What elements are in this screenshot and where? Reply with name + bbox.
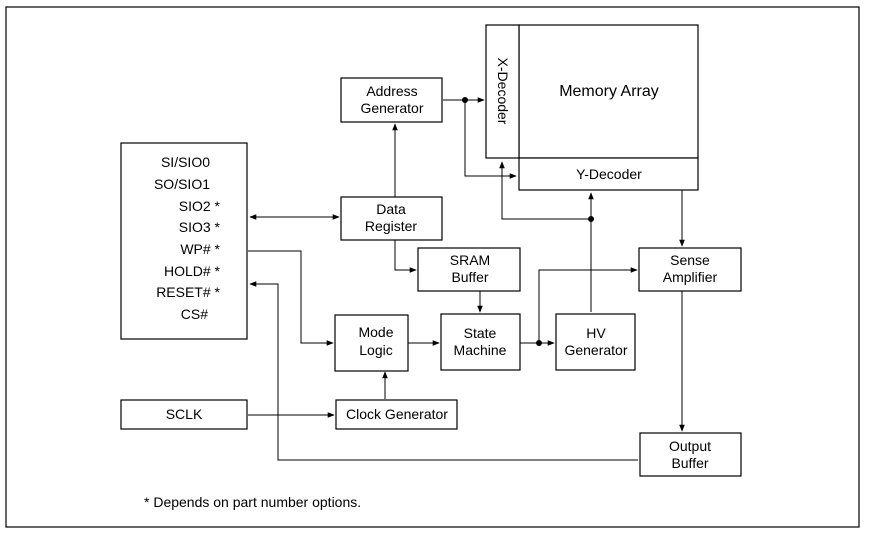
wire-pins-to-mode-logic [248, 250, 334, 346]
mode-logic-label-line2: Logic [359, 342, 392, 358]
pin-label: SI/SIO0 [161, 154, 210, 170]
y-decoder-label: Y-Decoder [576, 166, 642, 182]
x-decoder-block: X-Decoder [485, 24, 520, 159]
mode-logic-label-line1: Mode [358, 324, 393, 340]
hv-generator-block: HV Generator [555, 313, 636, 371]
address-generator-block: Address Generator [340, 77, 443, 123]
sram-buffer-label-line1: SRAM [450, 252, 490, 268]
diagram-frame [5, 6, 860, 528]
mode-logic-block: Mode Logic [334, 314, 409, 372]
wire-output-to-pins [249, 281, 638, 461]
output-buffer-label-line2: Buffer [671, 455, 708, 471]
wire-address-to-ydecoder [464, 100, 517, 179]
pin-label: SIO2 * [179, 198, 221, 214]
pin-list-block: SI/SIO0 SO/SIO1 SIO2 * SIO3 * WP# * HOLD… [120, 142, 248, 340]
sram-buffer-label-line2: Buffer [451, 269, 488, 285]
data-register-block: Data Register [340, 196, 443, 241]
clock-generator-label: Clock Generator [346, 406, 448, 422]
junction-dot [588, 216, 594, 222]
wire-data-to-sram [394, 240, 417, 273]
pin-label: SIO3 * [179, 219, 221, 235]
sense-amplifier-label-line2: Amplifier [663, 269, 718, 285]
state-machine-label-line2: Machine [454, 342, 507, 358]
hv-generator-label-line2: Generator [564, 342, 627, 358]
data-register-label-line2: Register [365, 218, 417, 234]
hv-generator-label-line1: HV [586, 325, 606, 341]
state-machine-block: State Machine [440, 313, 521, 371]
sclk-label: SCLK [166, 406, 203, 422]
pin-label: HOLD# * [164, 263, 221, 279]
pin-label: WP# * [180, 241, 220, 257]
data-register-label-line1: Data [376, 201, 406, 217]
output-buffer-label-line1: Output [669, 438, 711, 454]
wire-hv-to-xdecoder [499, 161, 591, 220]
output-buffer-block: Output Buffer [639, 432, 742, 477]
footnote: * Depends on part number options. [144, 494, 361, 510]
memory-array-block: Memory Array [518, 24, 699, 159]
pin-label: SO/SIO1 [154, 176, 210, 192]
pin-label: RESET# * [156, 284, 220, 300]
wire-state-to-sense [538, 267, 638, 343]
address-generator-label-line1: Address [366, 83, 417, 99]
junction-dot [462, 97, 468, 103]
x-decoder-label: X-Decoder [495, 58, 511, 125]
clock-generator-block: Clock Generator [335, 399, 458, 430]
sense-amplifier-block: Sense Amplifier [638, 247, 742, 292]
address-generator-label-line2: Generator [360, 100, 423, 116]
sense-amplifier-label-line1: Sense [670, 252, 710, 268]
sram-buffer-block: SRAM Buffer [417, 247, 521, 292]
pin-label: CS# [181, 306, 208, 322]
state-machine-label-line1: State [464, 325, 497, 341]
y-decoder-block: Y-Decoder [518, 157, 699, 191]
sclk-block: SCLK [120, 399, 248, 430]
memory-array-label: Memory Array [559, 83, 659, 100]
